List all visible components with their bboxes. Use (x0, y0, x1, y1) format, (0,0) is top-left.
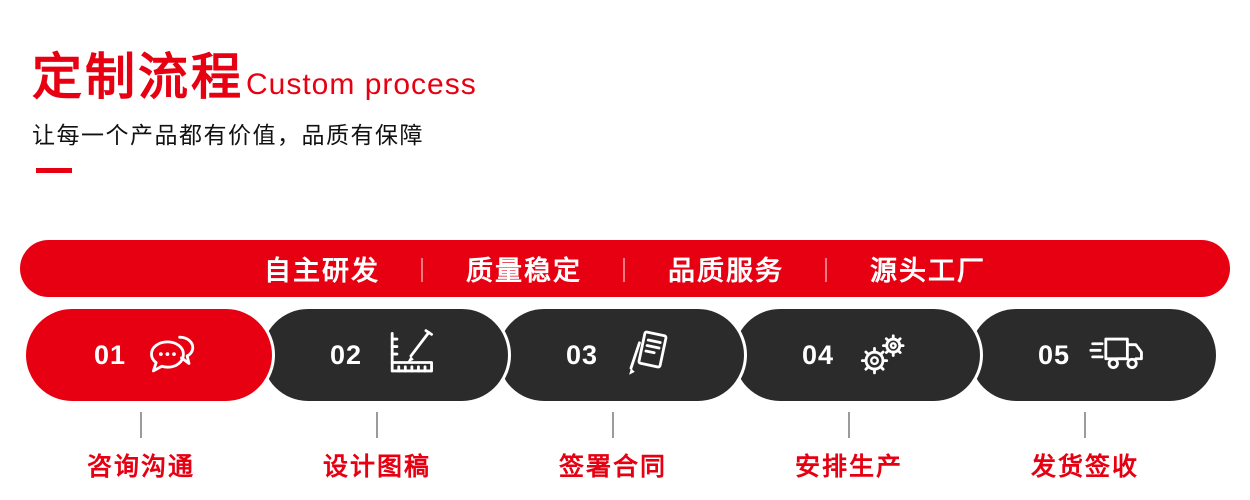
step-number: 03 (565, 339, 599, 370)
step-label-col-1: 咨询沟通 (23, 412, 259, 483)
accent-dash (36, 168, 72, 173)
section-header: 定制流程 Custom process 让每一个产品都有价值，品质有保障 (32, 52, 477, 173)
step-label-col-5: 发货签收 (967, 412, 1203, 483)
separator-bar: ｜ (410, 258, 436, 285)
step-number: 01 (93, 339, 127, 370)
step-label-col-4: 安排生产 (731, 412, 967, 483)
step-label-col-2: 设计图稿 (259, 412, 495, 483)
feature-item-4: 源头工厂 (870, 256, 986, 286)
step-label: 安排生产 (794, 453, 903, 481)
process-steps-row: 01 02 (23, 306, 1219, 404)
ruler-pencil-icon (380, 325, 440, 385)
step-number: 02 (329, 339, 363, 370)
connector-tick (140, 412, 142, 438)
step-label: 发货签收 (1030, 453, 1139, 481)
separator-bar: ｜ (814, 258, 840, 285)
delivery-truck-icon (1088, 325, 1148, 385)
section-subtitle: 让每一个产品都有价值，品质有保障 (32, 122, 424, 148)
section-title-row: 定制流程 Custom process (32, 52, 477, 102)
step-number: 04 (801, 339, 835, 370)
step-number: 05 (1037, 339, 1071, 370)
feature-item-3: 品质服务 (668, 256, 784, 286)
section-title-cn: 定制流程 (32, 49, 244, 105)
feature-item-1: 自主研发 (264, 256, 380, 286)
step-label: 咨询沟通 (86, 453, 195, 481)
gears-icon (852, 325, 912, 385)
step-pill-4: 04 (731, 306, 983, 404)
features-banner: 自主研发 ｜ 质量稳定 ｜ 品质服务 ｜ 源头工厂 (20, 240, 1230, 297)
step-label: 签署合同 (558, 453, 667, 481)
connector-tick (1084, 412, 1086, 438)
step-label: 设计图稿 (322, 453, 431, 481)
connector-tick (848, 412, 850, 438)
contract-pen-icon (616, 325, 676, 385)
chat-bubbles-icon (144, 325, 204, 385)
section-title-en: Custom process (246, 68, 477, 101)
step-pill-2: 02 (259, 306, 511, 404)
step-labels-row: 咨询沟通 设计图稿 签署合同 安排生产 发货签收 (23, 412, 1203, 483)
separator-bar: ｜ (612, 258, 638, 285)
connector-tick (612, 412, 614, 438)
step-pill-3: 03 (495, 306, 747, 404)
connector-tick (376, 412, 378, 438)
step-label-col-3: 签署合同 (495, 412, 731, 483)
feature-item-2: 质量稳定 (466, 256, 582, 286)
step-pill-1: 01 (23, 306, 275, 404)
step-pill-5: 05 (967, 306, 1219, 404)
